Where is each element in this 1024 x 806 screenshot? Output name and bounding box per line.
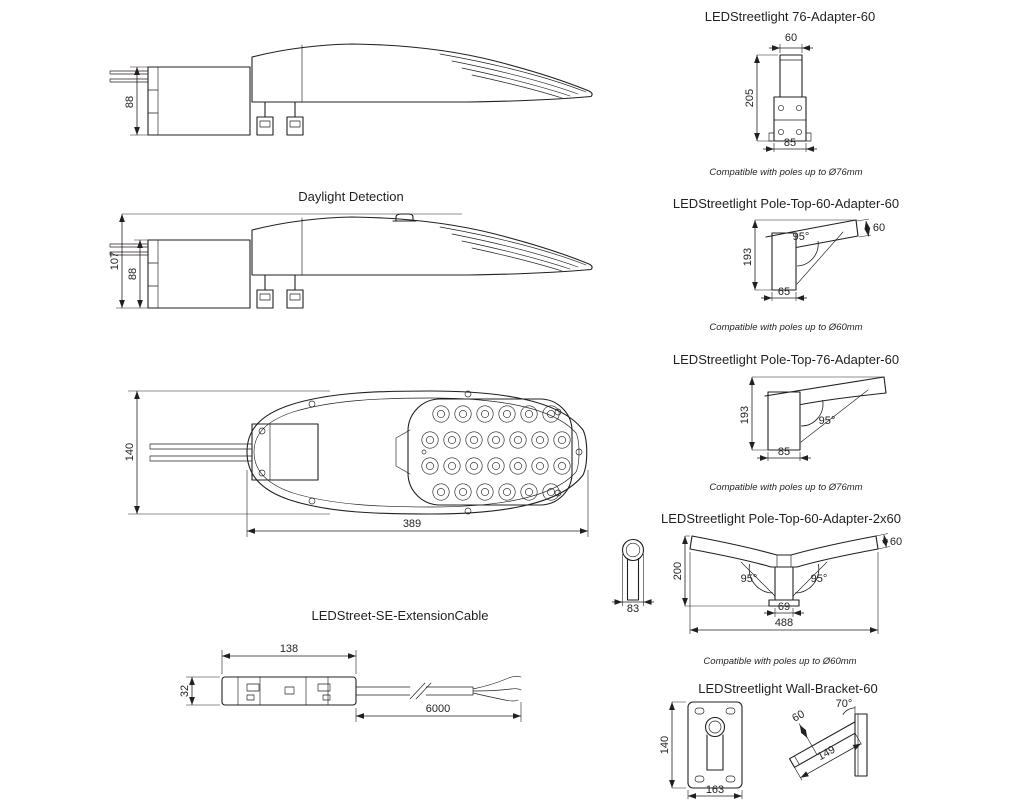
- extension-cable-view: LEDStreet-SE-ExtensionCable 138 32 6000: [179, 608, 522, 722]
- dim-connector-length: 138: [280, 643, 298, 655]
- pole-top-76-drawing: [764, 376, 887, 451]
- dim-cable-length: 6000: [426, 703, 450, 715]
- dim-2x60-height: 200: [672, 562, 684, 580]
- dim-side-height: 88: [124, 96, 136, 108]
- daylight-detection-view: Daylight Detection 107 88: [109, 189, 593, 309]
- dim-daylight-total-height: 107: [109, 252, 121, 270]
- dim-2x60-pole-width: 83: [627, 603, 639, 615]
- pole-top-2x60-drawing: [689, 535, 879, 607]
- pole-top-76-title: LEDStreetlight Pole-Top-76-Adapter-60: [673, 352, 899, 367]
- adapter-76-caption: Compatible with poles up to Ø76mm: [709, 167, 862, 178]
- side-view: 88: [109, 43, 593, 136]
- pole-top-76-caption: Compatible with poles up to Ø76mm: [709, 482, 862, 493]
- pole-top-60-title: LEDStreetlight Pole-Top-60-Adapter-60: [673, 196, 899, 211]
- extension-cable-title: LEDStreet-SE-ExtensionCable: [311, 608, 488, 623]
- housing-screws: [308, 390, 583, 515]
- dim-2x60-spigot: 60: [890, 536, 902, 548]
- daylight-title: Daylight Detection: [298, 189, 404, 204]
- pole-top-2x60-title: LEDStreetlight Pole-Top-60-Adapter-2x60: [661, 511, 901, 526]
- dim-poletop76-height: 193: [739, 406, 751, 424]
- dim-2x60-center-width: 69: [778, 601, 790, 613]
- cable: [355, 676, 522, 702]
- dim-wallbracket-plate-height: 140: [659, 736, 671, 754]
- led-array: [421, 405, 571, 501]
- dim-poletop60-angle: 95°: [793, 231, 810, 243]
- dim-cable-height: 32: [179, 685, 191, 697]
- dim-2x60-angle-right: 95°: [811, 573, 828, 585]
- dim-adapter76-width: 85: [784, 137, 796, 149]
- dim-poletop60-spigot: 60: [873, 222, 885, 234]
- top-view: 140 389: [124, 390, 589, 537]
- dim-poletop60-height: 193: [742, 248, 754, 266]
- dim-daylight-body-height: 88: [127, 268, 139, 280]
- dim-top-width: 140: [124, 443, 136, 461]
- pole-top-60-caption: Compatible with poles up to Ø60mm: [709, 322, 862, 333]
- dim-wallbracket-arm-length: 149: [816, 744, 838, 763]
- dim-poletop60-width: 65: [778, 286, 790, 298]
- adapter-76-drawing: [768, 54, 812, 142]
- wall-bracket-title: LEDStreetlight Wall-Bracket-60: [698, 681, 877, 696]
- wall-bracket-plate-drawing: [687, 701, 743, 789]
- dim-wallbracket-spigot: 60: [790, 708, 807, 724]
- mount-bracket: [251, 423, 319, 481]
- dim-wallbracket-angle: 70°: [836, 698, 853, 710]
- pole-top-60-drawing: [765, 219, 859, 291]
- pole-top-2x60-view: LEDStreetlight Pole-Top-60-Adapter-2x60 …: [612, 511, 902, 667]
- pole-top-2x60-caption: Compatible with poles up to Ø60mm: [703, 656, 856, 667]
- adapter-76-view: LEDStreetlight 76-Adapter-60 60 205 85 C…: [705, 9, 876, 178]
- wall-bracket-view: LEDStreetlight Wall-Bracket-60 140 163 6…: [659, 681, 878, 799]
- dim-poletop76-width: 85: [778, 446, 790, 458]
- pole-top-76-view: LEDStreetlight Pole-Top-76-Adapter-60 95…: [673, 352, 899, 493]
- connector-body: [221, 676, 357, 706]
- dim-2x60-angle-left: 95°: [741, 573, 758, 585]
- adapter-76-title: LEDStreetlight 76-Adapter-60: [705, 9, 876, 24]
- dim-2x60-span: 488: [775, 617, 793, 629]
- led-plate: [407, 398, 573, 506]
- dim-top-length: 389: [403, 518, 421, 530]
- dim-adapter76-height: 205: [744, 89, 756, 107]
- dim-poletop76-angle: 95°: [819, 415, 836, 427]
- pole-top-2x60-pole-drawing: [621, 538, 645, 601]
- pole-top-60-view: LEDStreetlight Pole-Top-60-Adapter-60 95…: [673, 196, 899, 333]
- dim-adapter76-spigot: 60: [785, 32, 797, 44]
- dim-wallbracket-plate-width: 163: [706, 784, 724, 796]
